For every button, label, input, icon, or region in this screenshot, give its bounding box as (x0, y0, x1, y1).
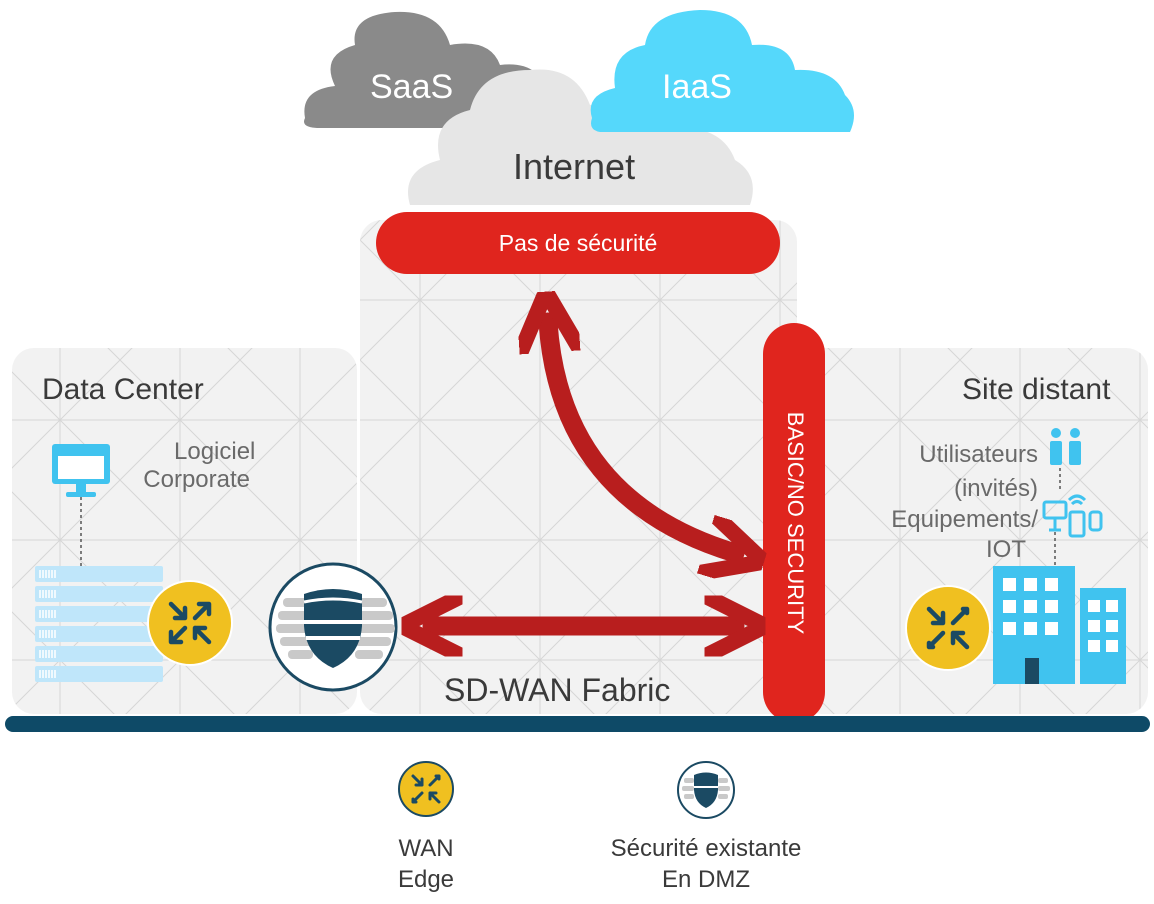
fabric-label: SD-WAN Fabric (444, 672, 671, 708)
legend-security-icon (677, 761, 735, 819)
saas-label: SaaS (370, 68, 454, 106)
internet-label: Internet (513, 146, 636, 187)
users-icon (1050, 428, 1081, 465)
legend-security-line1: Sécurité existante (610, 835, 802, 862)
iaas-label: IaaS (662, 68, 732, 106)
users-label-line1: Utilisateurs (919, 441, 1038, 468)
devices-icon (1042, 494, 1103, 538)
building-icon (993, 566, 1126, 684)
cloud-iaas (590, 10, 854, 132)
no-security-pill (376, 212, 780, 274)
security-shield-icon (268, 562, 398, 692)
basic-security-pill (763, 323, 825, 723)
internet-arrow (548, 322, 735, 553)
server-icon (35, 566, 163, 682)
wan-edge-router-icon (147, 580, 233, 666)
monitor-icon (52, 444, 110, 497)
devices-label-line2: IOT (986, 536, 1026, 563)
fabric-panel (360, 220, 797, 714)
no-security-label: Pas de sécurité (498, 230, 658, 256)
software-label-line1: Logiciel (174, 438, 256, 465)
remote-site-title: Site distant (962, 373, 1111, 406)
software-label-line2: Corporate (143, 466, 250, 493)
devices-label-line1: Equipements/ (891, 506, 1038, 533)
basic-security-label: BASIC/NO SECURITY (783, 412, 808, 635)
data-center-title: Data Center (42, 373, 204, 406)
legend-security-line2: En DMZ (661, 866, 750, 893)
legend-wan-edge-line1: WAN (398, 835, 454, 862)
legend-wan-edge-line2: Edge (397, 866, 455, 893)
users-label-line2: (invités) (953, 475, 1038, 502)
wan-edge-router-icon (905, 585, 991, 671)
cloud-internet (408, 69, 753, 205)
legend-wan-edge-icon (398, 761, 454, 817)
wan-line (5, 716, 1150, 732)
